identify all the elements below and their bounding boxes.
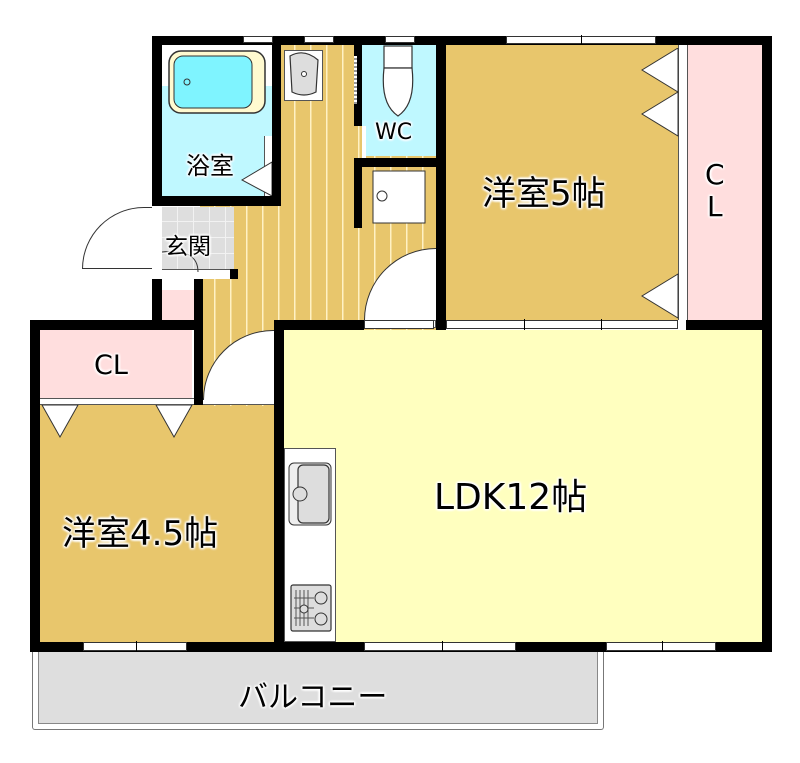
wall (194, 279, 203, 405)
wall (152, 196, 277, 206)
wall (354, 158, 442, 167)
window (385, 36, 415, 43)
wall (152, 36, 162, 206)
wall (30, 320, 203, 330)
wall (152, 279, 162, 329)
window (364, 320, 434, 329)
washing-machine-space-icon (372, 170, 426, 224)
label-bathroom: 浴室 (186, 152, 234, 180)
wall (274, 320, 364, 330)
room-balcony (38, 650, 598, 724)
room-western-5 (446, 44, 678, 320)
label-closet-left: CL (94, 350, 128, 381)
window (446, 319, 678, 330)
bathtub-icon (168, 50, 266, 114)
wall (354, 158, 362, 228)
wall (272, 36, 281, 206)
front-door[interactable] (82, 207, 152, 269)
gas-stove-icon (290, 584, 332, 632)
wall (230, 269, 238, 279)
window (304, 36, 334, 43)
partition (40, 398, 194, 405)
wall (686, 320, 772, 330)
closet-folding-door-icon (641, 48, 679, 137)
kitchen-sink-icon (288, 462, 332, 526)
closet-folding-door-icon (41, 405, 193, 439)
wall (152, 36, 770, 45)
entrance-inner-door-icon (162, 250, 199, 272)
closet-right-frame (678, 44, 688, 320)
wall (30, 320, 40, 650)
room-ldk (284, 330, 764, 642)
room-western-4-5 (40, 405, 276, 642)
room-closet-left (40, 330, 192, 402)
label-western-room-4-5: 洋室4.5帖 (62, 514, 219, 554)
label-toilet: WC (375, 120, 413, 145)
shoe-closet (162, 290, 194, 322)
wall (274, 320, 284, 650)
label-closet-right-l: L (707, 190, 723, 223)
label-western-room-5: 洋室5帖 (482, 174, 606, 214)
room-closet-right (688, 44, 764, 320)
wall (436, 36, 446, 330)
window (506, 35, 656, 45)
bathroom-door-icon (240, 161, 272, 196)
window (606, 641, 716, 652)
partition (362, 126, 366, 158)
room-entrance (162, 207, 234, 269)
toilet-icon (382, 45, 414, 117)
label-entrance: 玄関 (165, 234, 211, 260)
label-closet-right-c: C (705, 158, 725, 191)
closet-folding-door-icon (641, 273, 679, 319)
label-ldk: LDK12帖 (434, 477, 588, 518)
wall (354, 36, 362, 126)
wall (762, 36, 772, 651)
label-balcony: バルコニー (238, 680, 388, 715)
washbasin-icon (284, 50, 323, 101)
window (364, 641, 516, 652)
window (243, 36, 273, 43)
laundry-wall-detail (354, 56, 357, 104)
window (83, 641, 187, 652)
